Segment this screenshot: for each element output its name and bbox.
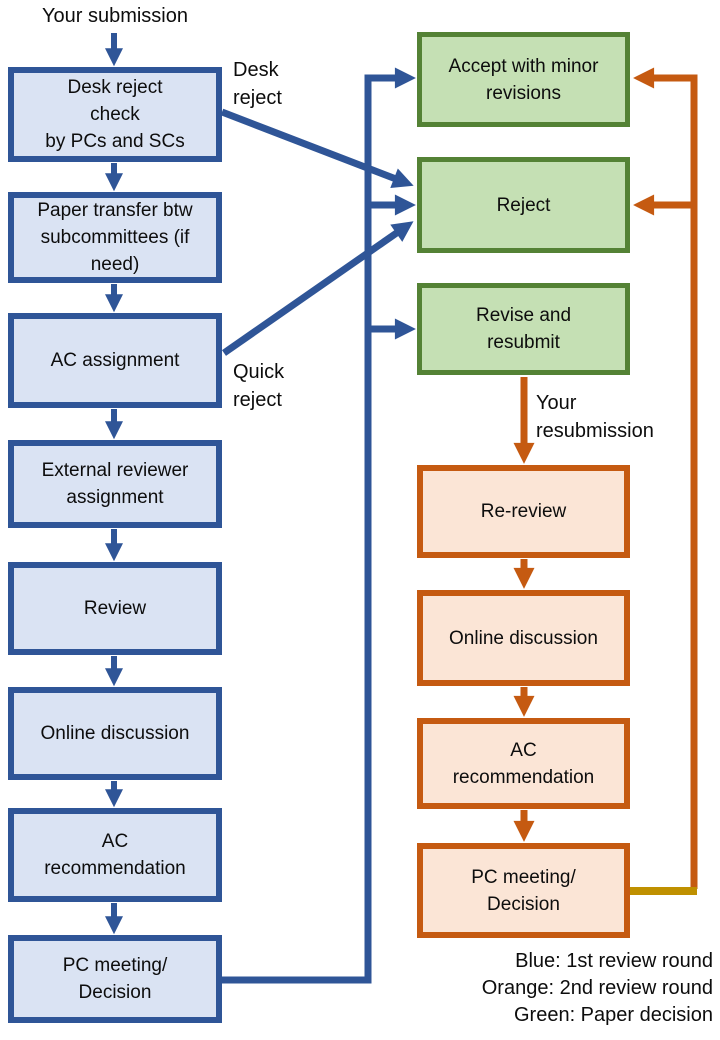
- node-pc-meeting-decision: PC meeting/ Decision: [8, 935, 222, 1023]
- node-online-discussion: Online discussion: [8, 687, 222, 780]
- node-ac-recommendation-2: AC recommendation: [417, 718, 630, 809]
- node-paper-transfer: Paper transfer btw subcommittees (if nee…: [8, 192, 222, 283]
- node-online-discussion-2: Online discussion: [417, 590, 630, 686]
- legend-blue: Blue: 1st review round: [515, 950, 713, 972]
- node-ac-assignment: AC assignment: [8, 313, 222, 408]
- node-review: Review: [8, 562, 222, 655]
- your-submission-label: Your submission: [41, 5, 188, 27]
- quick-reject-label: Quick reject: [233, 361, 285, 411]
- node-desk-reject-check: Desk reject check by PCs and SCs: [8, 67, 222, 162]
- your-resubmission-label: Your resubmission: [536, 392, 654, 442]
- node-ac-recommendation: AC recommendation: [8, 808, 222, 902]
- arrow-orange-to-accept: [633, 67, 698, 889]
- arrow-desk-reject-to-reject: [220, 108, 414, 189]
- arrow-quick-reject-to-reject: [222, 221, 414, 356]
- node-pc-meeting-decision-2: PC meeting/ Decision: [417, 843, 630, 938]
- desk-reject-label: Desk reject: [233, 59, 282, 109]
- node-external-reviewer-assignment: External reviewer assignment: [8, 440, 222, 528]
- node-reject: Reject: [417, 157, 630, 253]
- node-revise-and-resubmit: Revise and resubmit: [417, 283, 630, 375]
- legend-green: Green: Paper decision: [513, 1004, 713, 1026]
- first-round-decision-connectors: [220, 67, 416, 984]
- second-round-decision-connectors: [633, 67, 698, 889]
- legend-orange: Orange: 2nd review round: [481, 977, 713, 999]
- arrow-pcmeeting-to-accept: [222, 67, 416, 984]
- color-legend: Blue: 1st review round Orange: 2nd revie…: [482, 948, 713, 1029]
- node-accept-minor-revisions: Accept with minor revisions: [417, 32, 630, 127]
- node-re-review: Re-review: [417, 465, 630, 558]
